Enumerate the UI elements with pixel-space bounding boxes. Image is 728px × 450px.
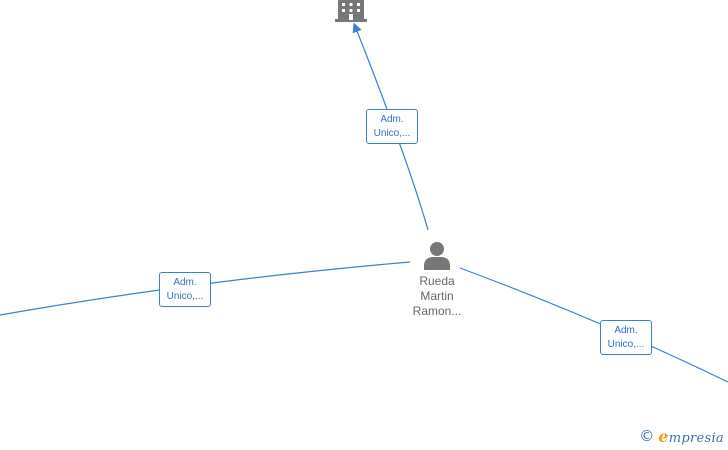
brand-footer: © empresia	[639, 426, 724, 446]
copyright-icon: ©	[639, 427, 655, 445]
edge-to-off-right[interactable]	[459, 267, 728, 383]
person-name-line: Ramon...	[412, 304, 462, 318]
building-icon[interactable]	[335, 0, 367, 22]
edge-label-line: Adm.	[173, 277, 197, 288]
person-name-line: Rueda	[419, 274, 455, 288]
person-name: Rueda Martin Ramon...	[405, 274, 469, 319]
person-icon	[424, 242, 450, 270]
person-name-line: Martin	[420, 289, 454, 303]
edge-label-off-right[interactable]: Adm. Unico,...	[600, 320, 652, 355]
edge-label-line: Unico,...	[166, 291, 204, 302]
edge-label-line: Unico,...	[607, 339, 645, 350]
person-node[interactable]: Rueda Martin Ramon...	[405, 240, 469, 319]
brand-initial: e	[658, 426, 669, 446]
edge-label-line: Adm.	[614, 325, 638, 336]
brand-rest: mpresia	[668, 430, 724, 446]
brand-logo[interactable]: empresia	[658, 427, 724, 446]
edge-label-line: Adm.	[380, 114, 404, 125]
edge-label-line: Unico,...	[373, 128, 411, 139]
edge-label-off-left[interactable]: Adm. Unico,...	[159, 272, 211, 307]
edge-label-company[interactable]: Adm. Unico,...	[366, 109, 418, 144]
